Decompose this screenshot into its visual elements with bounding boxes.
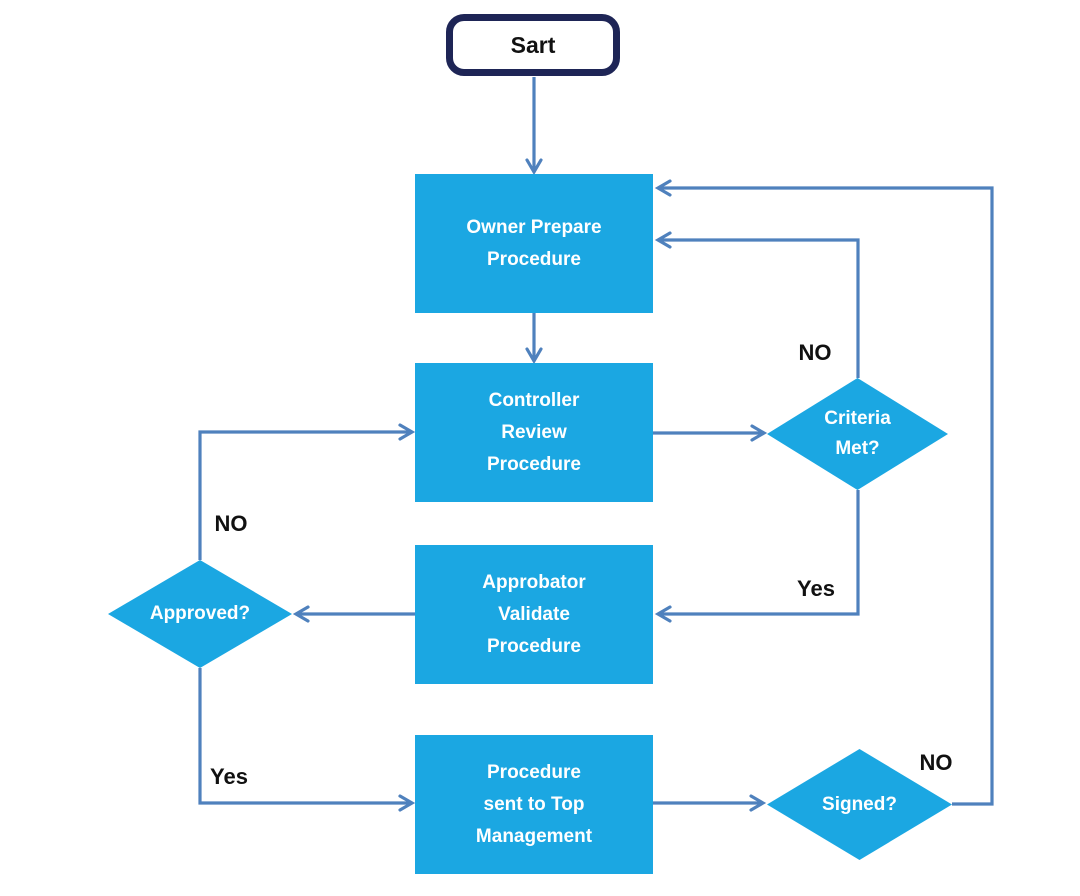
node-approbator-validate-procedure: Approbator Validate Procedure (415, 545, 653, 684)
edge-label-approved-no: NO (214, 511, 248, 536)
node-start: Sart (446, 14, 620, 76)
connector-signed-no-to-owner (654, 179, 994, 806)
node-owner-prepare-procedure: Owner Prepare Procedure (415, 174, 653, 313)
node-controller-review-procedure: Controller Review Procedure (415, 363, 653, 502)
connector-criteria-no-to-owner (654, 231, 860, 378)
edge-label-criteria-yes: Yes (797, 576, 835, 601)
connector-approved-yes-to-procedure (198, 668, 416, 812)
edge-label-criteria-no: NO (798, 340, 832, 365)
node-procedure-sent-to-top-management: Procedure sent to Top Management (415, 735, 653, 874)
connector-criteria-yes-to-approbator (654, 490, 860, 623)
edge-label-signed-no: NO (919, 750, 953, 775)
connector-approved-no-to-controller (198, 423, 416, 560)
edge-label-approved-yes: Yes (210, 764, 248, 789)
